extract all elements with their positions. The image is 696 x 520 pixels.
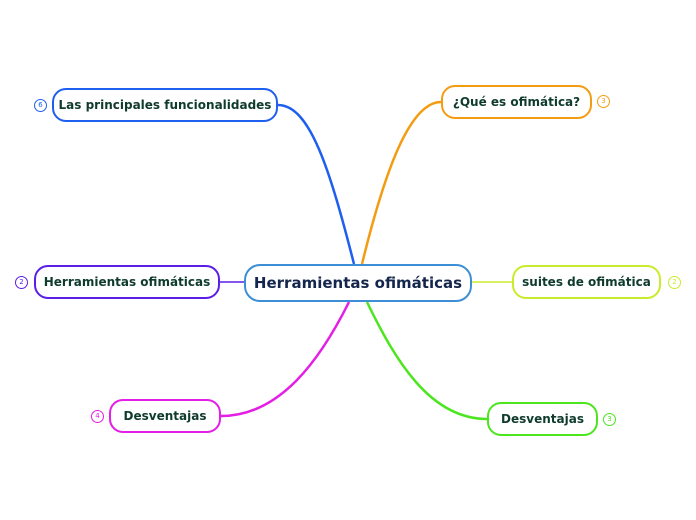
connector-principales (277, 103, 356, 265)
collapsed-count-badge[interactable]: 2 (15, 276, 28, 289)
collapsed-count-badge[interactable]: 4 (91, 410, 104, 423)
connector-desventajas-der (365, 301, 488, 421)
topic-herramientas-ofimaticas[interactable]: Herramientas ofimáticas (34, 265, 220, 299)
collapsed-count-badge[interactable]: 6 (34, 99, 47, 112)
topic-label: Herramientas ofimáticas (43, 275, 211, 289)
topic-label: ¿Qué es ofimática? (452, 95, 581, 109)
collapsed-count-badge[interactable]: 3 (597, 95, 610, 108)
topic-que-es-ofimatica[interactable]: ¿Qué es ofimática? (441, 85, 592, 119)
topic-label: suites de ofimática (522, 275, 651, 289)
root-label: Herramientas ofimáticas (253, 274, 463, 292)
connector-que-es (360, 100, 442, 265)
collapsed-count-badge[interactable]: 3 (603, 413, 616, 426)
topic-label: Las principales funcionalidades (58, 98, 272, 112)
topic-label: Desventajas (501, 412, 584, 426)
root-node[interactable]: Herramientas ofimáticas (244, 264, 472, 302)
topic-label: Desventajas (123, 409, 207, 423)
topic-principales-funcionalidades[interactable]: Las principales funcionalidades (52, 88, 278, 122)
collapsed-count-badge[interactable]: 2 (668, 276, 681, 289)
topic-desventajas-right[interactable]: Desventajas (487, 402, 598, 436)
connector-desventajas-izq (220, 301, 351, 418)
topic-desventajas-left[interactable]: Desventajas (109, 399, 221, 433)
topic-suites-de-ofimatica[interactable]: suites de ofimática (512, 265, 661, 299)
